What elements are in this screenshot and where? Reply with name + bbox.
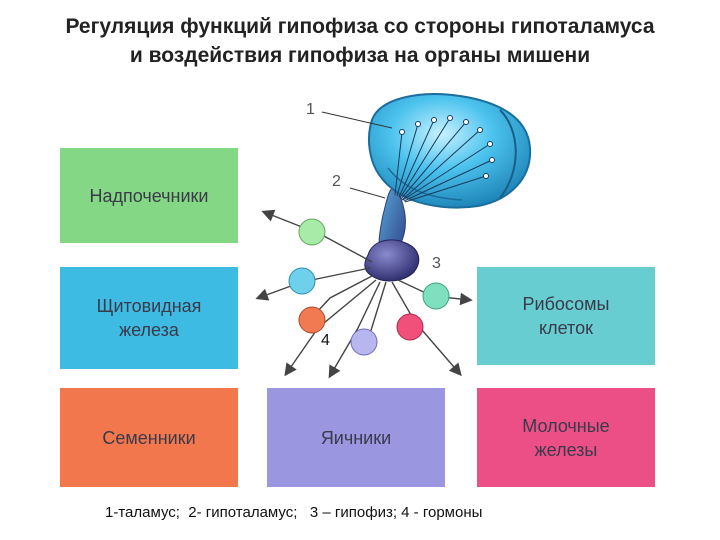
label-4-hormones: 4: [321, 332, 330, 349]
adrenal-glands-label: Надпочечники: [89, 185, 209, 206]
adrenal-glands-box: Надпочечники: [60, 148, 238, 243]
thyroid-label-line-2: железа: [119, 320, 179, 340]
testes-label: Семенники: [102, 427, 196, 448]
neuron-bodies: [399, 115, 495, 179]
mammary-label-line-2: железы: [534, 439, 598, 460]
ovaries-label: Яичники: [320, 427, 392, 448]
neuron-fibers: [394, 117, 493, 203]
hormone-blue-circle: [288, 267, 316, 295]
title-line-2: и воздействия гипофиза на органы мишени: [129, 44, 591, 67]
pituitary-gland-shape: [364, 239, 420, 282]
thyroid-label-line-1: Щитовидная: [96, 296, 202, 316]
cell-ribosomes-box: Рибосомы клеток: [477, 267, 655, 365]
title-line-1: Регуляция функций гипофиза со стороны ги…: [65, 15, 655, 38]
ribosomes-label-line-1: Рибосомы: [522, 294, 610, 314]
hormone-teal-circle: [422, 282, 450, 310]
ribosomes-label-line-2: клеток: [539, 318, 593, 338]
label-1-thalamus: 1: [306, 101, 315, 118]
mammary-label-line-1: Молочные: [522, 415, 610, 436]
thyroid-gland-box: Щитовидная железа: [60, 267, 238, 369]
label-2-hypothalamus: 2: [332, 173, 341, 190]
mammary-glands-box: Молочные железы: [477, 388, 655, 487]
page-title: Регуляция функций гипофиза со стороны ги…: [0, 12, 720, 70]
hormone-orange-circle: [298, 306, 326, 334]
thalamus-shape: [368, 93, 532, 209]
ovaries-box: Яичники: [267, 388, 445, 487]
hormone-green-circle: [298, 218, 326, 246]
label-3-pituitary: 3: [432, 255, 441, 272]
legend: 1-таламус; 2- гипоталамус; 3 – гипофиз; …: [105, 504, 483, 521]
testes-box: Семенники: [60, 388, 238, 487]
hormone-pink-circle: [396, 313, 424, 341]
hormone-purple-circle: [350, 328, 378, 356]
